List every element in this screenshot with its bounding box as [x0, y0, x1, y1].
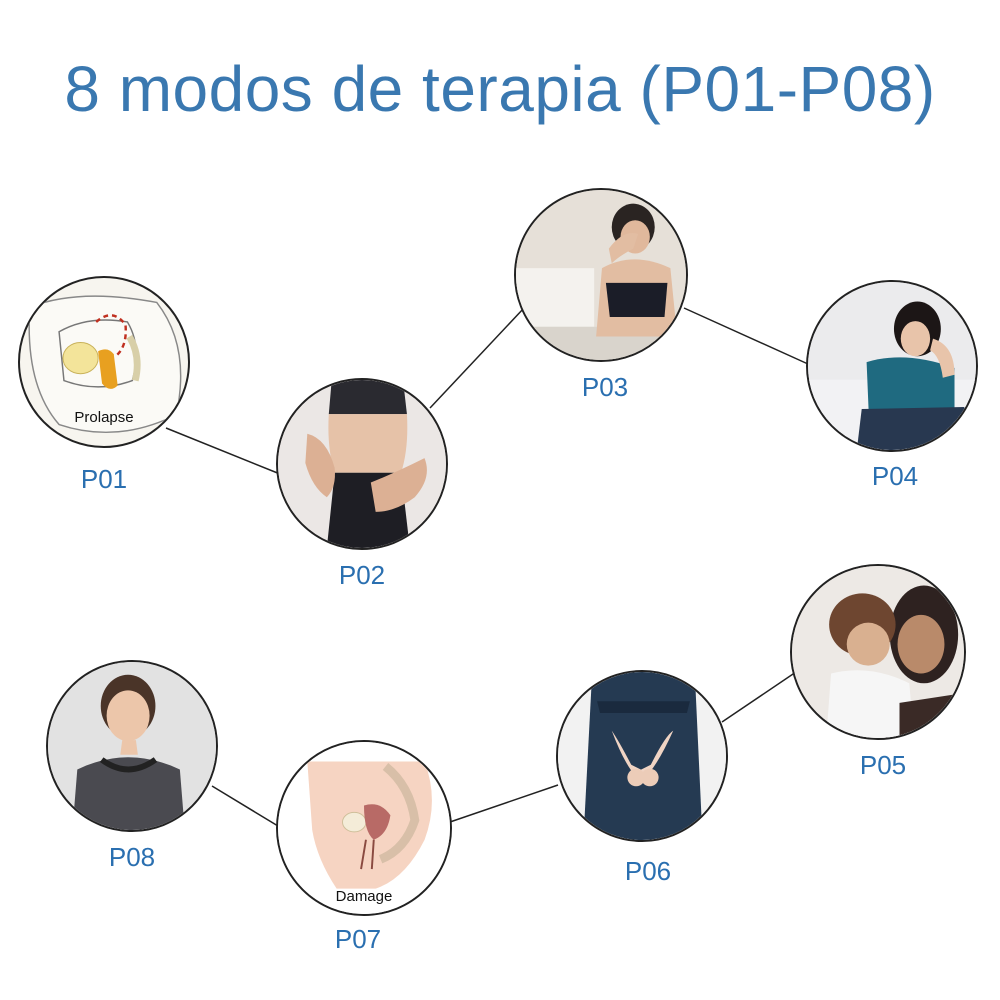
pelvic-damage-illustration — [278, 742, 450, 914]
connector-p07-p06 — [449, 784, 559, 823]
mode-p02-image — [276, 378, 448, 550]
mode-label-p03: P03 — [581, 372, 629, 402]
pelvis-hands-photo — [558, 672, 726, 840]
connector-p06-p05 — [721, 671, 797, 723]
mode-p01-image: Prolapse — [18, 276, 190, 448]
prolapse-illustration — [28, 295, 182, 434]
mode-p07-image: Damage — [276, 740, 452, 916]
prolapse-caption: Prolapse — [74, 409, 134, 426]
damage-caption: Damage — [335, 888, 393, 905]
connector-p01-p02 — [165, 427, 281, 475]
mode-label-p05: P05 — [859, 750, 907, 780]
connector-p03-p04 — [683, 307, 809, 365]
waist-photo — [278, 380, 446, 548]
mode-p04-image — [806, 280, 978, 452]
mode-p06-image — [556, 670, 728, 842]
page-title: 8 modos de terapia (P01-P08) — [64, 53, 936, 125]
mode-label-p01: P01 — [80, 464, 128, 494]
mode-p05-image — [790, 564, 966, 740]
mode-label-p06: P06 — [624, 856, 672, 886]
mode-label-p02: P02 — [338, 560, 386, 590]
mode-label-p04: P04 — [871, 461, 919, 491]
mode-p03-image — [514, 188, 688, 362]
smiling-woman-photo — [48, 662, 216, 830]
mode-p08-image — [46, 660, 218, 832]
mode-label-p07: P07 — [334, 924, 382, 954]
sad-woman-photo — [808, 282, 976, 450]
mode-label-p08: P08 — [108, 842, 156, 872]
mother-baby-photo — [792, 566, 964, 738]
connector-p08-p07 — [211, 785, 279, 827]
tired-woman-photo — [516, 190, 686, 360]
